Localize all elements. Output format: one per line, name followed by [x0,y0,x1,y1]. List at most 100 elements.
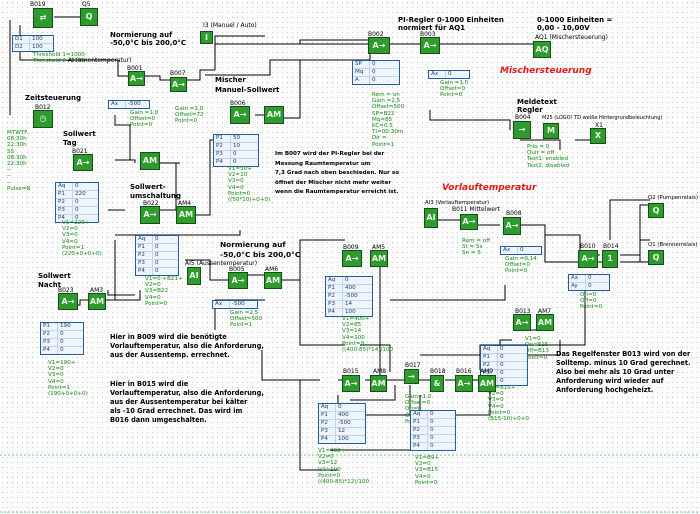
block-id-b004: B004 [515,114,531,121]
input-block-i3[interactable]: I [200,31,213,44]
marker-block-am7[interactable]: AM [536,314,554,331]
input-block-ai3[interactable]: AI [424,208,438,228]
block-id-b017: B017 [405,362,421,369]
function-block-b016[interactable]: A→ [455,375,473,392]
block-id-b011: B011 Mittelwert [452,206,500,213]
marker-block-am9[interactable]: AM [478,375,496,392]
function-block-b006[interactable]: A→ [230,106,250,124]
function-block-b023[interactable]: A→ [58,293,78,310]
function-block-b011[interactable]: A→ [460,214,478,230]
block-id-q5: Q5 [82,1,91,8]
param-text-b003: Gain =1,0 Offset=0 Point=0 [440,80,469,99]
table-row: P2-500 [326,293,372,301]
label-q2: Q2 (Pumpenrelais) [648,195,699,201]
function-block-b022[interactable]: A→ [140,206,160,224]
param-text-b001: Gain =1,0 Offset=0 Point=0 [130,110,159,129]
marker-block-am-tag[interactable]: AM [140,152,160,170]
function-block-b010[interactable]: A→ [578,250,598,268]
timer-block-b012[interactable]: ◷ [33,110,53,128]
message-block-b004[interactable]: → [513,121,531,139]
function-block-b009[interactable]: A→ [342,250,362,267]
heading-meldetext: Meldetext Regler [517,98,557,114]
block-id-b018: B018 [430,368,446,375]
label-ai5: AI5 (Aussentemperatur) [185,260,258,267]
function-block-b017[interactable]: → [404,369,419,384]
heading-zeitsteuerung: Zeitsteuerung [25,94,81,102]
heading-normierung-innen: Normierung auf -50,0°C bis 200,0°C [110,31,187,47]
logic-block-b018[interactable]: & [430,375,444,392]
logic-block-b014[interactable]: 1 [602,250,618,268]
marker-block-am3[interactable]: AM [88,293,106,310]
block-id-b001: B001 [127,65,143,72]
output-block-x1[interactable]: X [590,128,606,144]
function-block-b015[interactable]: A→ [342,375,360,392]
param-text-b005: Gain =2,5 Offset=500 Point=1 [230,310,263,329]
block-id-b014: B014 [603,243,619,250]
heading-normierung-aussen: Normierung auf -50,0°C bis 200,0°C [220,240,301,259]
table-row: Ax-500 [111,101,141,108]
param-text-b013-calc: V1=815+ V2=0 V3=0 V4=0 Point=0 (B15-10)+… [488,385,529,423]
heading-sollwert-umschaltung: Sollwert- umschaltung [130,183,182,200]
output-block-q1[interactable]: Q [648,250,664,265]
function-block-b005[interactable]: A→ [228,272,248,289]
param-text-b010: On=0 Off=0 Point=0 [580,292,603,311]
block-id-b012: B012 [35,104,51,111]
marker-block-m25[interactable]: M [543,123,559,139]
block-id-b003: B003 [420,31,436,38]
block-id-b010: B010 [580,243,596,250]
heading-aq1-range: 0-1000 Einheiten = 0,00 - 10,00V [537,16,613,32]
heading-pi-regler: PI-Regler 0-1000 Einheiten normiert für … [398,16,504,32]
output-block-aq1[interactable]: AQ [533,41,551,58]
param-text-b016: V1=B9+ V2=0 V3=B15 V4=0 Point=0 [415,455,440,486]
note-b013: Das Regelfenster B013 wird von der Sollt… [556,350,691,394]
block-id-b009: B009 [343,244,359,251]
marker-block-am-mischer[interactable]: AM [264,106,284,124]
marker-block-am4[interactable]: AM [176,206,196,224]
function-block-b019[interactable]: ⇄ [33,8,53,28]
note-b015: Hier in B015 wird die Vorlauftemperatur,… [110,380,264,424]
function-block-b021[interactable]: A→ [73,154,93,171]
function-block-b007[interactable]: A→ [170,77,187,92]
function-block-b003[interactable]: A→ [420,37,440,54]
function-block-b002[interactable]: A→ [368,37,390,54]
block-id-b019: B019 [30,1,46,8]
block-id-b005: B005 [229,266,245,273]
block-id-am5: AM5 [372,244,386,251]
function-block-b013[interactable]: A→ [513,314,531,331]
block-id-x1: X1 [595,122,603,129]
heading-mischer-sollwert: Mischer Manuel-Sollwert [215,76,280,94]
param-text-b008: Gain =0,14 Offset=0 Point=0 [505,256,537,275]
input-block-ai5[interactable]: AI [187,267,201,285]
function-block-b001[interactable]: A→ [128,71,145,86]
label-ai-innen: AI (Innentemperatur) [68,57,132,64]
output-block-q2[interactable]: Q [648,203,664,218]
marker-block-am5[interactable]: AM [370,250,388,267]
param-text-b023: V1=190+ V2=0 V3=0 V4=0 Point=1 (190+0+0+… [48,360,88,398]
block-id-b013: B013 [515,308,531,315]
marker-block-am8[interactable]: AM [370,375,387,392]
marker-block-am6[interactable]: AM [264,272,282,289]
function-block-b008[interactable]: A→ [503,217,521,235]
output-block-q5[interactable]: Q [80,8,98,26]
